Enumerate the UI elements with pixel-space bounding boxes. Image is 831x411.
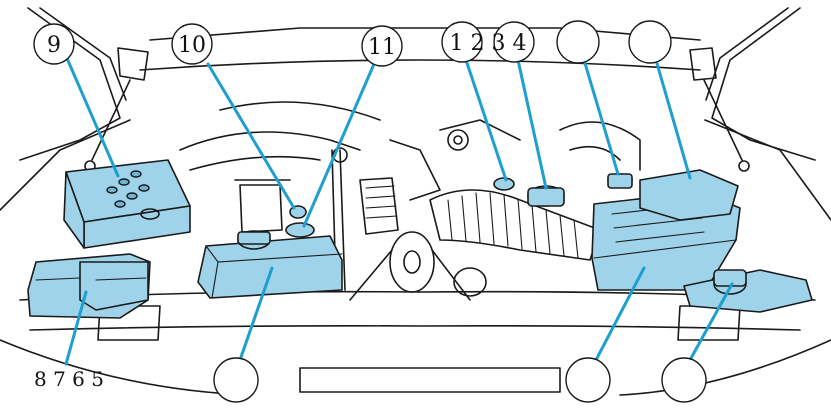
callout-10-label: 10 bbox=[178, 33, 206, 58]
leader-lines bbox=[64, 54, 734, 366]
callout-8-7-6-5-label: 8 7 6 5 bbox=[34, 367, 104, 391]
callout-bottom-blank-3 bbox=[661, 357, 707, 403]
callout-11: 11 bbox=[361, 25, 403, 67]
hood-outline bbox=[0, 7, 831, 221]
hood-prop-right bbox=[689, 47, 750, 172]
coolant-reservoir bbox=[197, 230, 343, 299]
air-intake-duct bbox=[429, 189, 601, 261]
brake-fluid-cap bbox=[285, 222, 315, 238]
callout-1-2-3-4-label: 1 2 3 4 bbox=[450, 31, 527, 56]
callout-bottom-blank-1 bbox=[213, 357, 259, 403]
callout-top-blank-1 bbox=[556, 20, 600, 64]
callout-9: 9 bbox=[33, 23, 75, 65]
callout-top-blank-2 bbox=[628, 20, 672, 64]
oil-filler-caps bbox=[493, 177, 565, 207]
callout-1-2-3-4: 1 2 3 4 bbox=[441, 21, 535, 63]
callout-10: 10 bbox=[171, 23, 213, 65]
battery bbox=[63, 159, 191, 249]
power-steering-cap bbox=[607, 173, 633, 189]
fuse-box bbox=[27, 253, 151, 319]
callout-bottom-blank-2 bbox=[565, 357, 611, 403]
engine-block bbox=[179, 101, 641, 291]
hood-prop-left bbox=[84, 47, 149, 172]
washer-reservoir bbox=[683, 269, 813, 313]
callout-9-label: 9 bbox=[47, 33, 61, 58]
relay-box bbox=[639, 169, 739, 221]
callout-8-7-6-5: 8 7 6 5 bbox=[34, 367, 104, 391]
callout-11-label: 11 bbox=[368, 35, 396, 60]
